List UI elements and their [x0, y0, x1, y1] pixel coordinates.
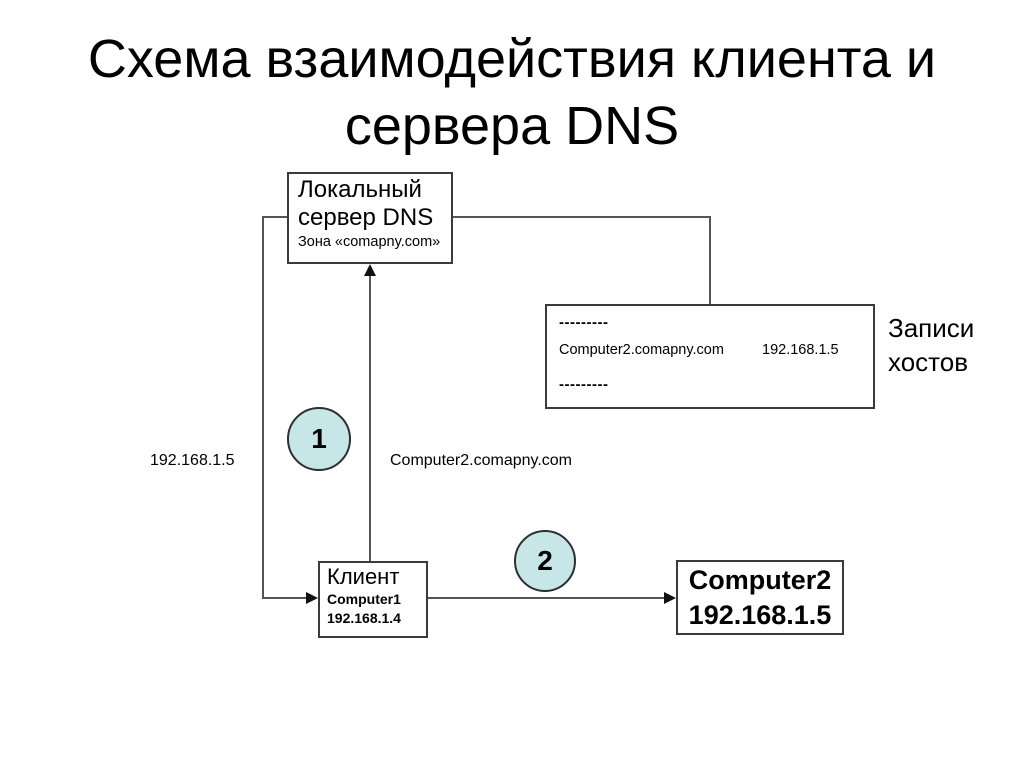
computer2-box: Computer2 192.168.1.5 [676, 560, 844, 635]
host-records-label: Записи хостов [888, 313, 975, 377]
connector-response-bottom [262, 597, 308, 599]
host-record-name: Computer2.comapny.com [559, 342, 724, 358]
dns-server-title: Локальный сервер DNS [298, 176, 434, 232]
host-record-ip: 192.168.1.5 [762, 342, 839, 358]
connector-records-vertical [709, 216, 711, 305]
step-circle-1: 1 [287, 407, 351, 471]
host-records-box: --------- Computer2.comapny.com 192.168.… [545, 304, 875, 409]
slide-title: Схема взаимодействия клиента и сервера D… [87, 29, 937, 156]
client-title: Клиент [327, 564, 400, 589]
connector-records-horizontal [452, 216, 711, 218]
dns-query-label: Computer2.comapny.com [390, 452, 572, 469]
arrow-right-icon [664, 591, 676, 604]
arrow-up-icon [363, 264, 376, 276]
step-circle-2: 2 [514, 530, 576, 592]
connector-response-vertical [262, 216, 264, 599]
response-ip-label: 192.168.1.5 [150, 452, 235, 469]
dns-server-box: Локальный сервер DNS Зона «comapny.com» [287, 172, 453, 264]
arrow-right-icon [306, 591, 318, 604]
connector-access-horizontal [426, 597, 668, 599]
connector-query-vertical [369, 274, 371, 561]
connector-response-top [262, 216, 288, 218]
records-dashes-bottom: --------- [559, 376, 609, 393]
step-number-2: 2 [537, 545, 553, 576]
dns-zone-label: Зона «comapny.com» [298, 234, 441, 251]
step-number-1: 1 [311, 423, 327, 454]
client-hostname: Computer1 [327, 591, 401, 608]
client-ip: 192.168.1.4 [327, 609, 401, 626]
client-box: Клиент Computer1 192.168.1.4 [318, 561, 428, 638]
records-dashes-top: --------- [559, 314, 609, 331]
computer2-name: Computer2 [688, 565, 832, 595]
computer2-ip: 192.168.1.5 [688, 600, 832, 631]
